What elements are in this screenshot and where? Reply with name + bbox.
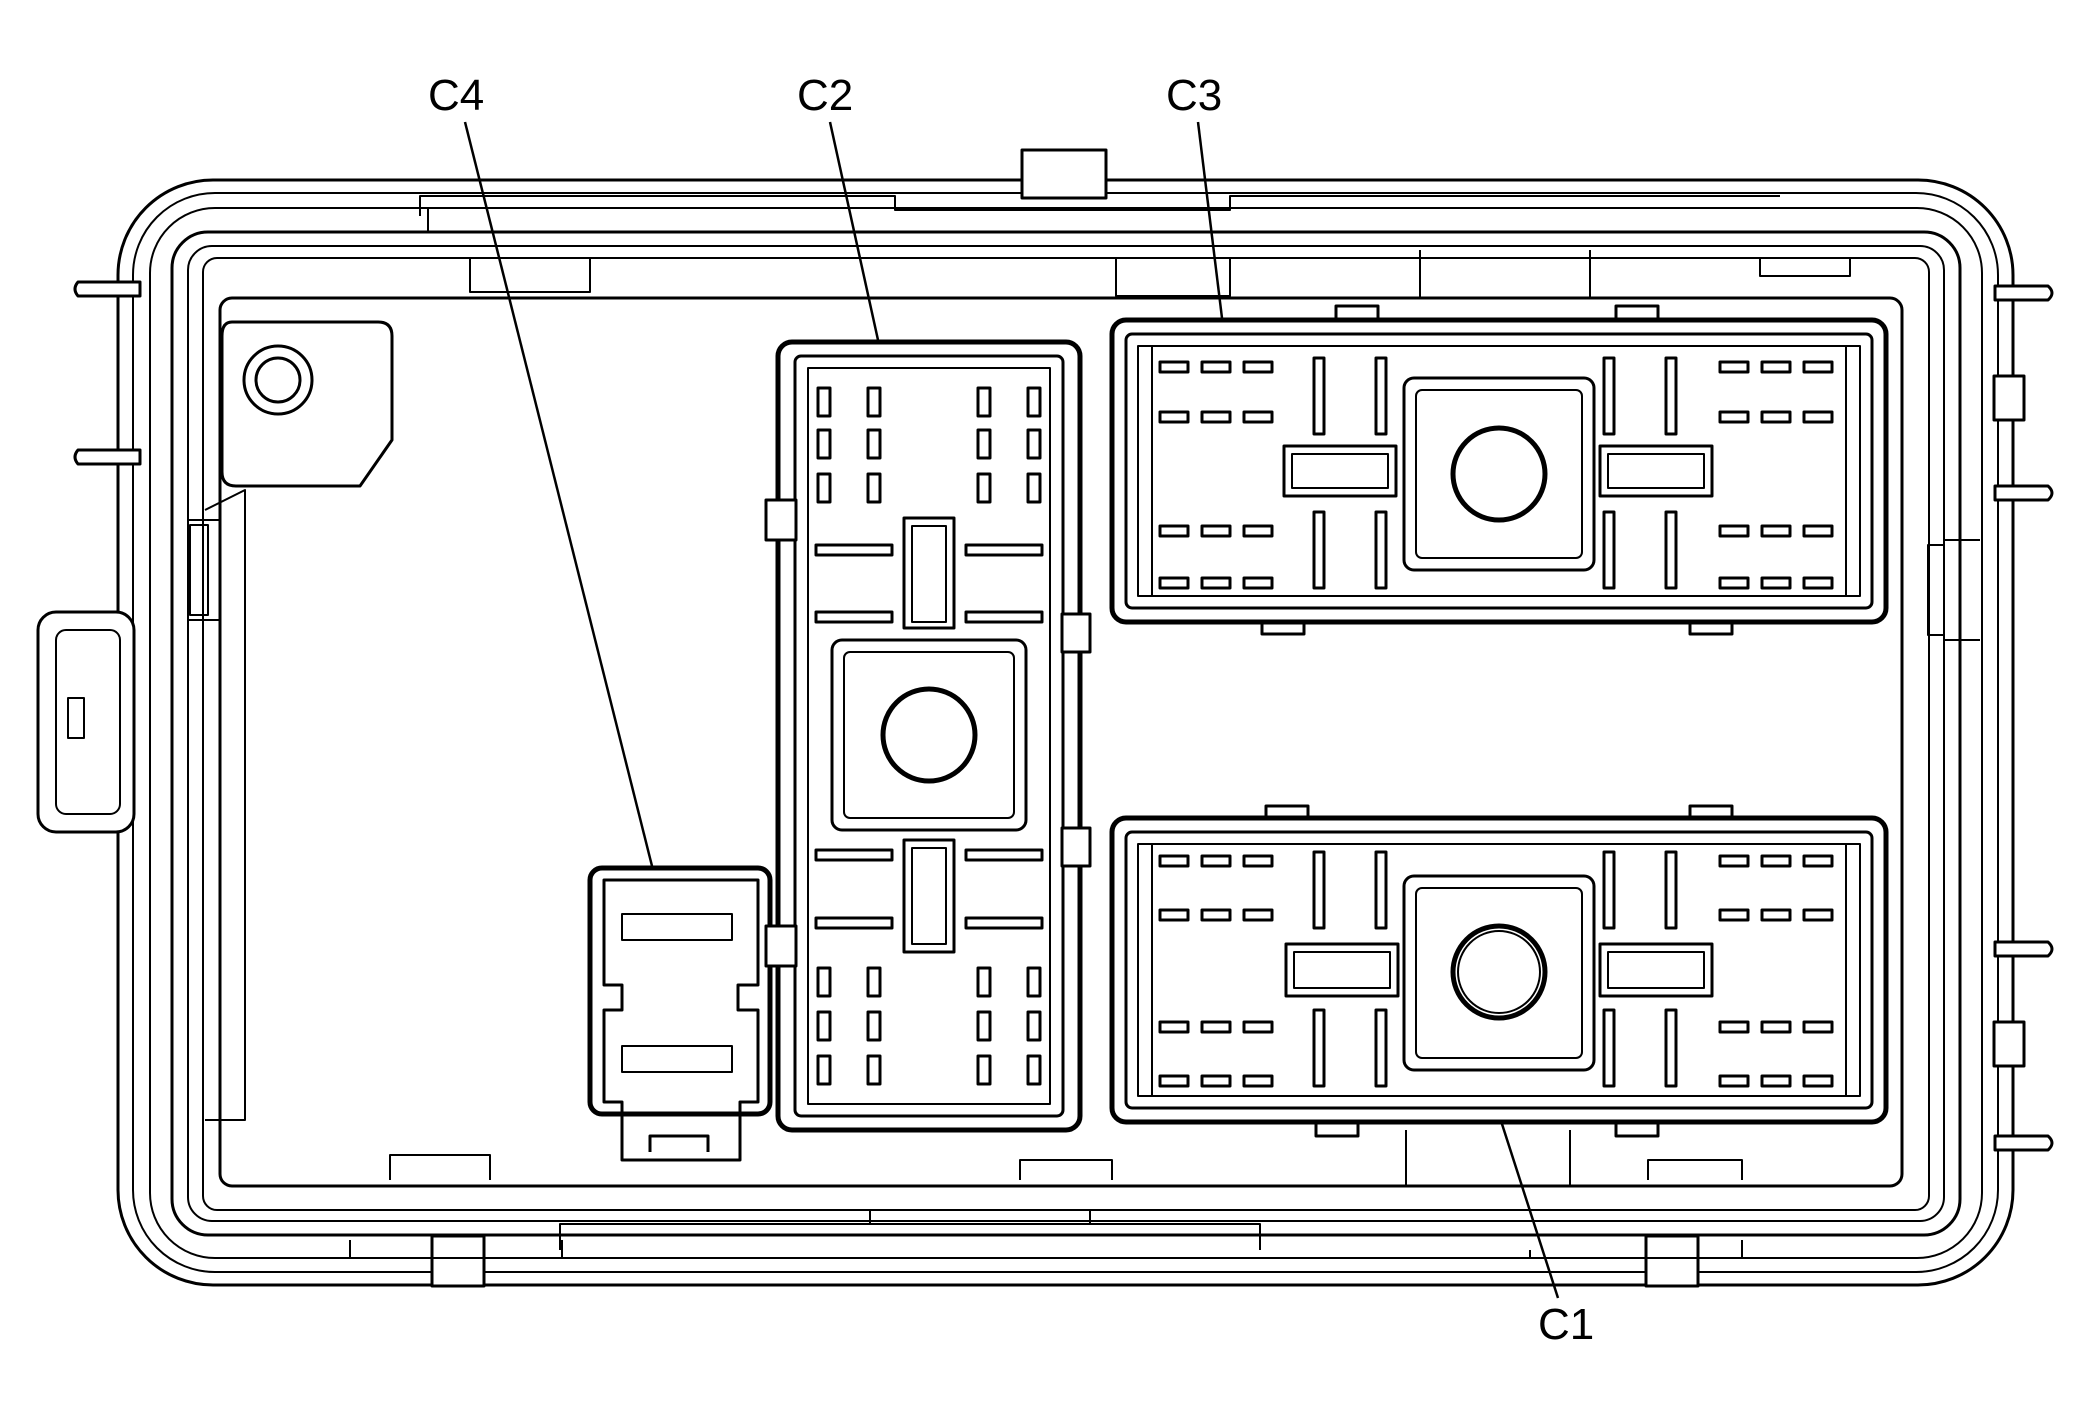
leader-lines [463, 121, 1560, 1299]
leader-line-c3 [1196, 121, 1224, 319]
c1-right-pins [1602, 850, 1834, 1088]
connector-c1 [1109, 804, 1889, 1138]
leader-line-c4 [463, 121, 654, 867]
callout-label-c1: C1 [1538, 1300, 1595, 1349]
callout-label-c2: C2 [797, 71, 854, 120]
leader-line-c2 [828, 121, 880, 341]
callout-label-c4: C4 [428, 71, 485, 120]
callout-label-c3: C3 [1166, 71, 1223, 120]
c3-right-pins [1602, 356, 1834, 590]
c3-left-pins [1158, 356, 1388, 590]
connector-c4 [587, 865, 773, 1162]
leader-line-c1 [1500, 1123, 1560, 1299]
connector-c3 [1109, 304, 1889, 636]
connector-c2 [764, 339, 1092, 1133]
c2-top-pins [814, 386, 1044, 624]
c2-bottom-pins [814, 848, 1044, 1086]
c1-left-pins [1158, 850, 1388, 1088]
housing [36, 148, 2054, 1288]
